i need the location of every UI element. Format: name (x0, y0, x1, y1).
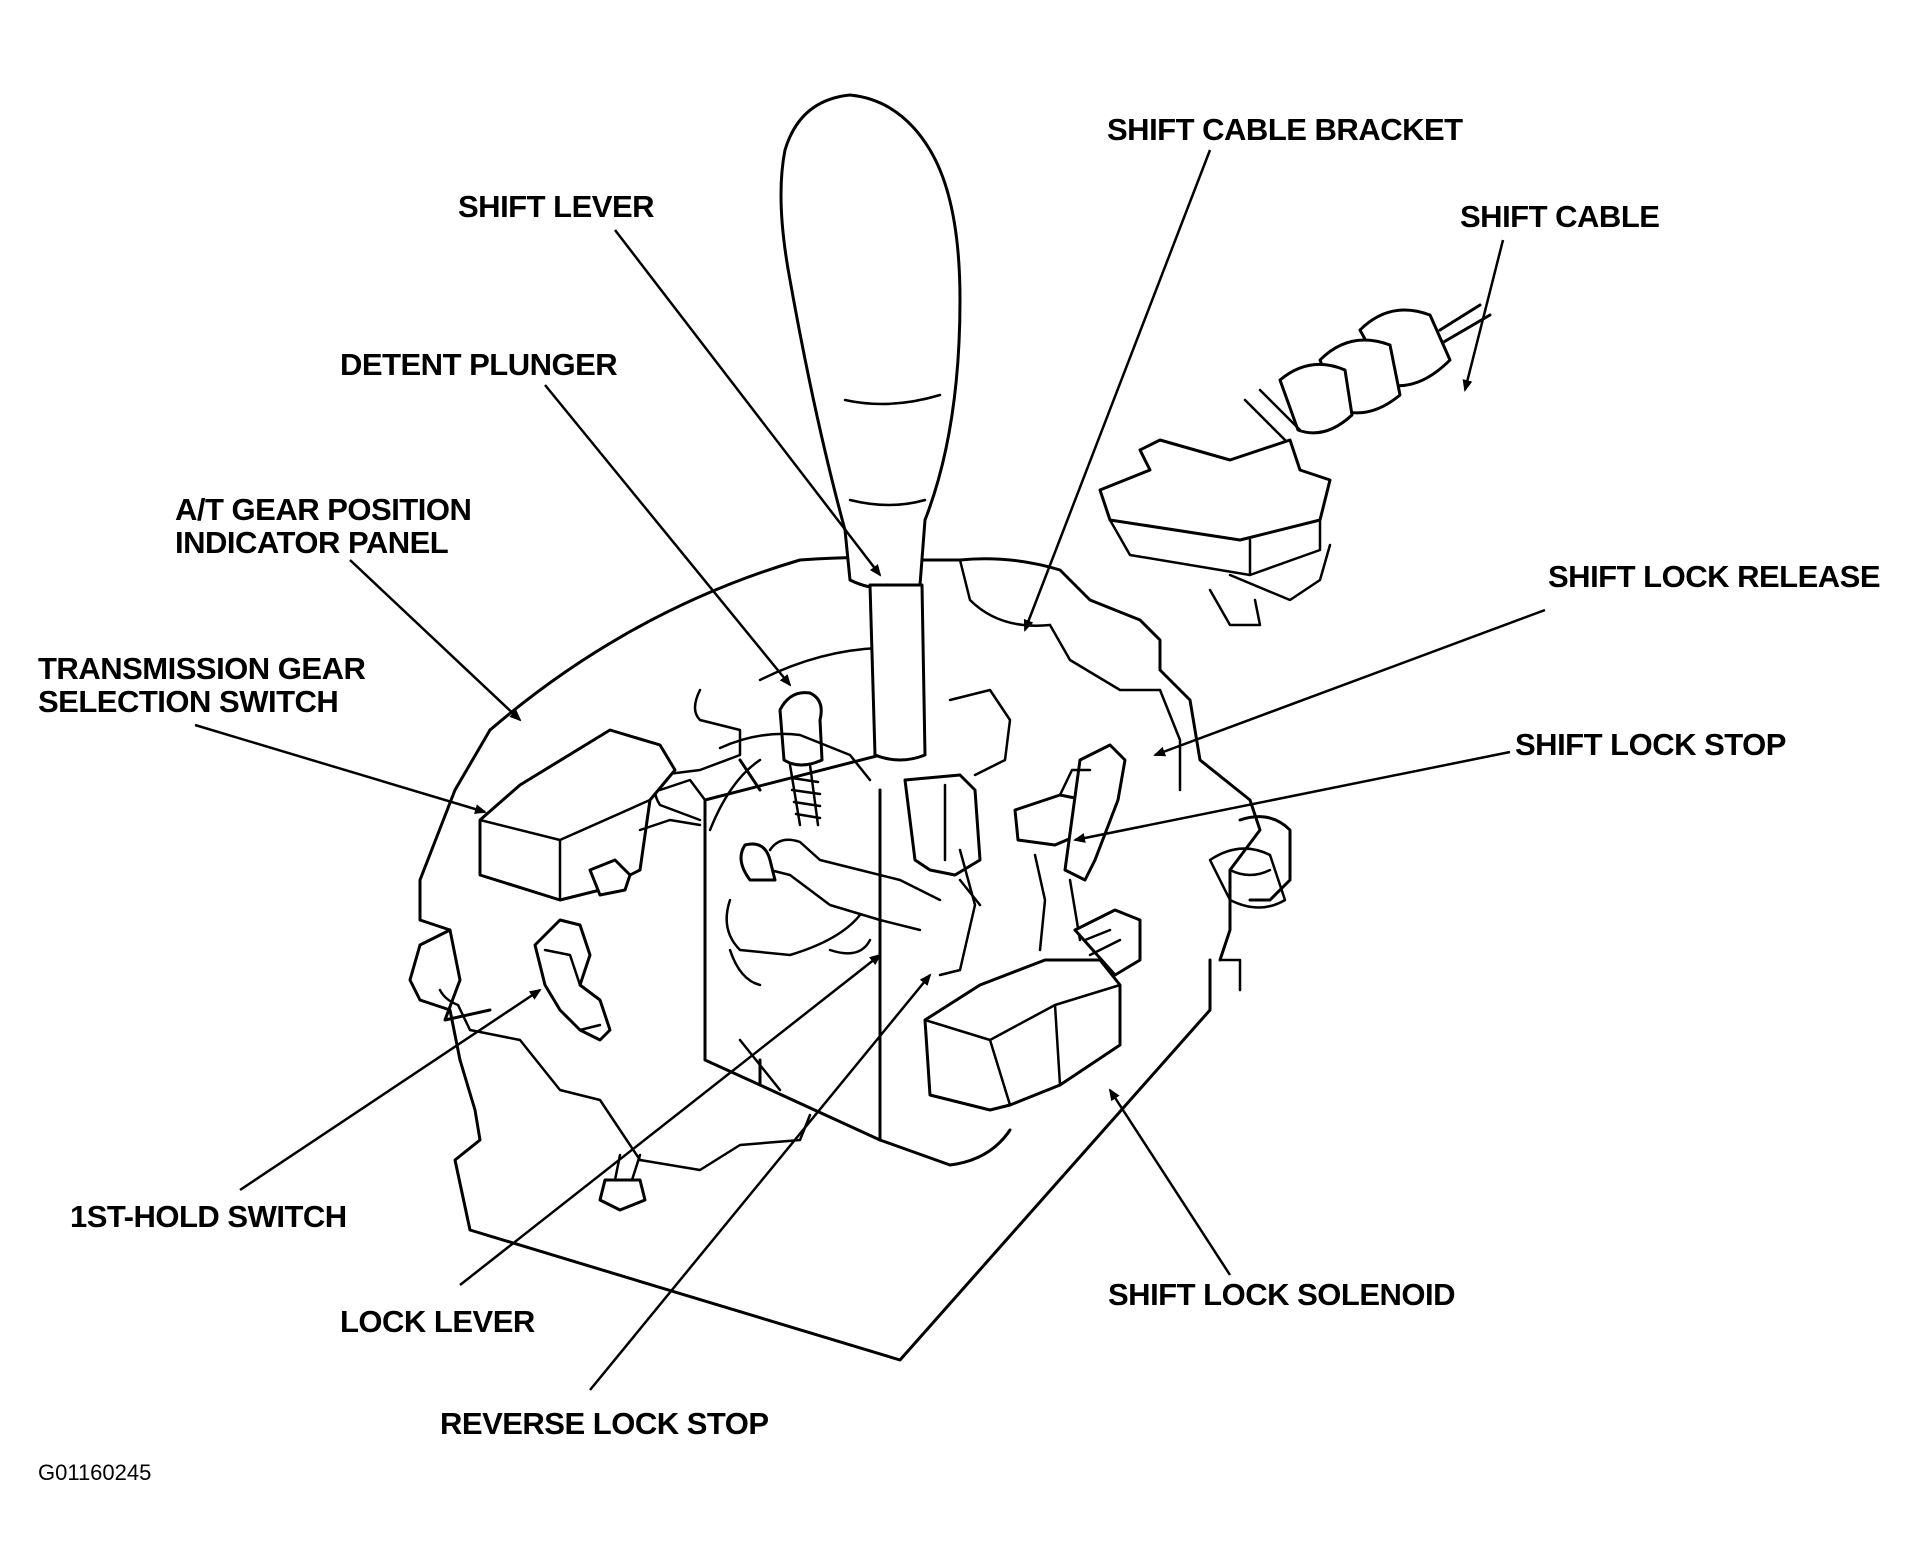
label-transmission-gear-line1: TRANSMISSION GEAR (38, 651, 366, 686)
shift-lever-shaft (868, 583, 927, 762)
label-shift-lock-stop: SHIFT LOCK STOP (1515, 727, 1786, 762)
label-lock-lever: LOCK LEVER (340, 1304, 535, 1339)
leader-shift-lock-release (1153, 608, 1546, 757)
label-shift-lock-release: SHIFT LOCK RELEASE (1548, 559, 1881, 594)
gate-housing (703, 748, 1012, 1167)
label-detent-plunger: DETENT PLUNGER (340, 347, 618, 382)
shift-cable-drawing (1243, 303, 1492, 447)
shift-lock-stop-drawing (1013, 743, 1127, 952)
leader-indicator-panel (349, 559, 522, 722)
label-transmission-gear-line2: SELECTION SWITCH (38, 684, 339, 719)
leader-shift-cable (1462, 239, 1505, 392)
leader-shift-lock-solenoid (1108, 1088, 1232, 1276)
label-first-hold-switch: 1ST-HOLD SWITCH (70, 1199, 347, 1234)
base-plate (408, 928, 1212, 1362)
label-shift-lock-solenoid: SHIFT LOCK SOLENOID (1108, 1277, 1456, 1312)
lock-lever-drawing (725, 838, 942, 987)
leader-first-hold-switch (239, 988, 542, 1192)
label-shift-lever: SHIFT LEVER (458, 189, 655, 224)
leader-detent-plunger (544, 384, 792, 687)
leader-reverse-lock-stop (589, 973, 932, 1391)
label-reverse-lock-stop: REVERSE LOCK STOP (440, 1406, 769, 1441)
shift-cable-bracket-drawing (1098, 438, 1332, 627)
detent-plunger-drawing (718, 691, 872, 827)
leader-lock-lever (459, 953, 882, 1286)
leader-lines (194, 149, 1546, 1391)
label-at-gear-position-line2: INDICATOR PANEL (175, 525, 449, 560)
label-at-gear-position-line1: A/T GEAR POSITION (175, 492, 472, 527)
first-hold-switch-drawing (533, 918, 612, 1042)
label-shift-cable: SHIFT CABLE (1460, 199, 1660, 234)
reverse-lock-stop-drawing (903, 688, 1012, 977)
leader-shift-cable-bracket (1023, 149, 1212, 632)
transmission-gear-selection-switch-drawing (478, 728, 762, 902)
figure-code: G01160245 (38, 1460, 152, 1485)
fitting-drawing (1208, 847, 1287, 909)
shift-knob (779, 93, 962, 591)
leader-shift-lever (614, 229, 882, 577)
shift-lock-solenoid-drawing (923, 908, 1142, 1112)
leader-shift-lock-stop (1073, 750, 1511, 843)
shift-console-housing (418, 556, 1292, 1022)
label-shift-cable-bracket: SHIFT CABLE BRACKET (1107, 112, 1463, 147)
leader-transmission-gear-selection-switch (194, 723, 487, 814)
